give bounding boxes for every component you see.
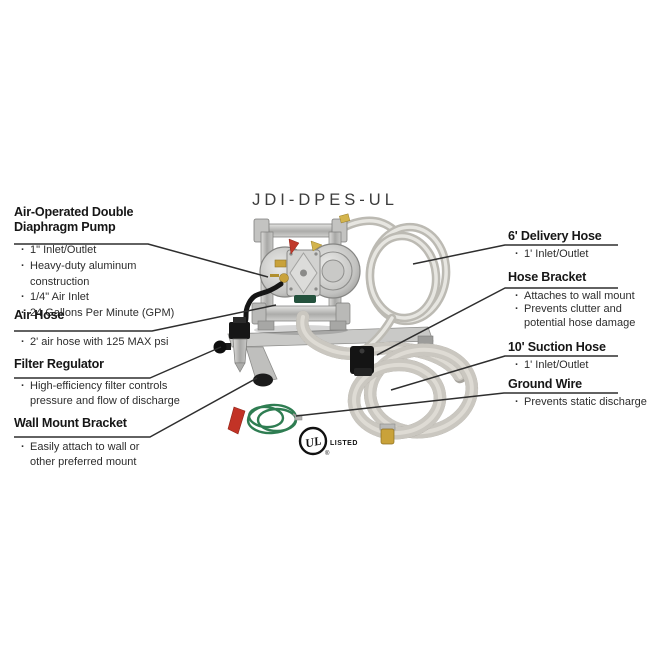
- ground-clamp: [227, 406, 246, 435]
- callout-filter-regulator: Filter Regulator High-efficiency filter …: [14, 357, 190, 410]
- callout-delivery-hose: 6' Delivery Hose 1' Inlet/Outlet: [508, 229, 648, 261]
- callout-bullet: 1" Inlet/Outlet: [18, 243, 190, 259]
- callout-heading: Ground Wire: [508, 377, 582, 391]
- callout-bullet: Easily attach to wall or other preferred…: [18, 440, 190, 472]
- callout-bullet: Prevents static discharge: [512, 396, 648, 410]
- red-tag: [288, 238, 300, 255]
- callout-bullet-list: 1' Inlet/Outlet: [512, 248, 648, 262]
- callout-bullet: High-efficiency filter controls pressure…: [18, 379, 190, 411]
- callout-bullet: 1' Inlet/Outlet: [512, 248, 648, 262]
- callout-bullet: 24 Gallons Per Minute (GPM): [18, 306, 190, 322]
- callout-line-delivery-hose: [412, 244, 618, 265]
- ul-listed-label: LISTED: [330, 440, 358, 447]
- ground-wire-illustration: [227, 403, 303, 435]
- callout-bullet-list: Attaches to wall mount Prevents clutter …: [512, 290, 648, 331]
- callout-bullet-list: 1' Inlet/Outlet: [512, 359, 648, 373]
- delivery-hose-illustration: [331, 216, 451, 357]
- hose-bracket-illustration: [350, 346, 374, 376]
- product-model-title: JDI-DPES-UL: [252, 191, 398, 209]
- callout-ground-wire: Ground Wire Prevents static discharge: [508, 377, 648, 409]
- callout-bullet: 1/4" Air Inlet: [18, 290, 190, 306]
- callout-line-hose-bracket: [376, 287, 618, 356]
- callout-heading: 6' Delivery Hose: [508, 229, 602, 243]
- callout-line-suction-hose: [390, 355, 618, 391]
- callout-heading: Air-Operated Double Diaphragm Pump: [14, 205, 134, 234]
- diaphragm-pump-illustration: [251, 213, 361, 335]
- ul-mark: UL: [304, 433, 323, 450]
- callout-wall-mount-bracket: Wall Mount Bracket Easily attach to wall…: [14, 416, 190, 471]
- callout-heading: Filter Regulator: [14, 357, 104, 371]
- callout-heading: 10' Suction Hose: [508, 340, 606, 354]
- filter-regulator-illustration: [213, 317, 250, 373]
- camlock-fitting: [380, 428, 395, 445]
- callout-hose-bracket: Hose Bracket Attaches to wall mount Prev…: [508, 270, 648, 330]
- callout-heading: Hose Bracket: [508, 270, 587, 284]
- yellow-tag: [310, 240, 323, 252]
- muffler: [294, 295, 316, 303]
- callout-line-wall-mount: [14, 377, 258, 438]
- callout-bullet-list: Prevents static discharge: [512, 396, 648, 410]
- filter-bowl: [232, 338, 248, 364]
- callout-bullet-list: 1" Inlet/Outlet Heavy-duty aluminum cons…: [18, 243, 190, 322]
- callout-suction-hose: 10' Suction Hose 1' Inlet/Outlet: [508, 340, 648, 372]
- callout-bullet: 2' air hose with 125 MAX psi: [18, 335, 190, 351]
- registered-mark: ®: [325, 450, 330, 457]
- callout-bullet: Prevents clutter and potential hose dama…: [512, 303, 648, 330]
- bracket-foot: [253, 373, 273, 387]
- callout-line-ground-wire: [295, 392, 618, 417]
- brass-fitting: [274, 259, 287, 268]
- callout-bullet-list: High-efficiency filter controls pressure…: [18, 379, 190, 411]
- callout-bullet: Attaches to wall mount: [512, 290, 648, 304]
- callout-air-hose: Air Hose 2' air hose with 125 MAX psi: [14, 308, 190, 350]
- callout-bullet-list: Easily attach to wall or other preferred…: [18, 440, 190, 472]
- callout-bullet: 1' Inlet/Outlet: [512, 359, 648, 373]
- ul-listed-badge: UL ® LISTED: [298, 426, 358, 457]
- callout-diaphragm-pump: Air-Operated Double Diaphragm Pump 1" In…: [14, 205, 190, 322]
- callout-bullet: Heavy-duty aluminum construction: [18, 259, 190, 291]
- callout-heading: Wall Mount Bracket: [14, 416, 127, 430]
- callout-line-air-hose: [14, 304, 277, 332]
- callout-heading: Air Hose: [14, 308, 65, 322]
- callout-bullet-list: 2' air hose with 125 MAX psi: [18, 335, 190, 351]
